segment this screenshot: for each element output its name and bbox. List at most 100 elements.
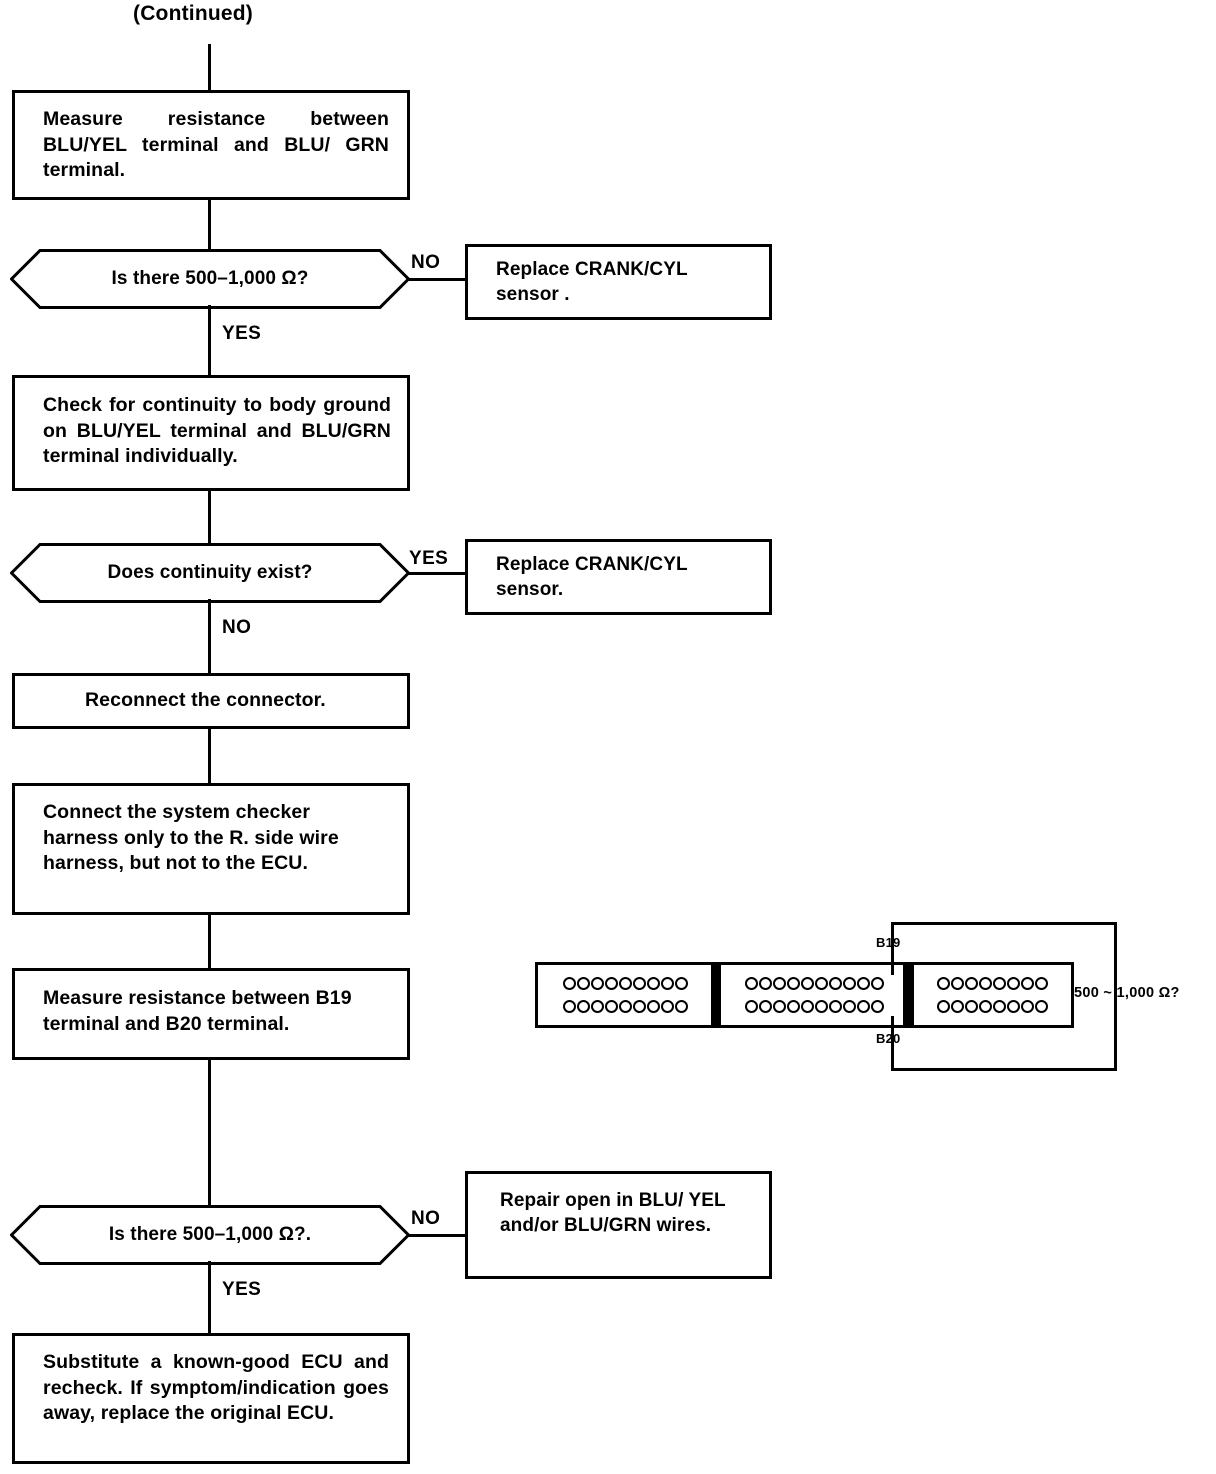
pin [1021,999,1034,1013]
pin [829,977,842,991]
measurement-value-label: 500 ~ 1,000 Ω? [1074,985,1180,1001]
pin [951,977,964,991]
pin [660,999,674,1013]
decision-label: Does continuity exist? [107,562,313,583]
pin [937,977,950,991]
pin-row-bottom [745,999,884,1013]
pin [843,977,856,991]
pin-b20 [871,999,884,1013]
pin [1035,977,1048,991]
branch-line-yes-2 [408,572,468,575]
process-text: Connect the system checker harness only … [43,801,339,875]
pin [576,977,590,991]
pin [590,999,604,1013]
pin [801,977,814,991]
pin [773,977,786,991]
process-text: Measure resistance between B19 terminal … [43,987,352,1035]
pin-row-top [562,977,688,991]
pin [674,999,688,1013]
connector-block-middle [718,962,911,1028]
decision-label: Is there 500–1,000 Ω? [111,268,309,289]
pin [618,977,632,991]
pin [787,999,800,1013]
branch-label-no-3: NO [411,1208,441,1229]
pin [937,999,950,1013]
decision-is-there-500-1000-ohm-2: Is there 500–1,000 Ω?. [10,1205,410,1265]
pin [618,999,632,1013]
process-text: Check for continuity to body ground on B… [43,394,391,468]
pin [979,999,992,1013]
process-text: Substitute a known-good ECU and recheck.… [43,1351,389,1425]
decision-label: Is there 500–1,000 Ω?. [108,1224,312,1245]
pin [562,977,576,991]
pin [646,999,660,1013]
connector-line-2 [208,305,211,377]
pin [562,999,576,1013]
connector-line-3 [208,491,211,547]
connector-line-8 [208,1261,211,1335]
branch-label-no-1: NO [411,252,441,273]
process-box-replace-crank-cyl-sensor-2: Replace CRANK/CYL sensor. [465,539,772,615]
connector-line-4 [208,599,211,675]
pin [632,999,646,1013]
pin [815,977,828,991]
pin [857,999,870,1013]
pin [759,977,772,991]
process-text: Replace CRANK/CYL sensor . [496,259,688,306]
branch-label-no-2: NO [222,617,252,638]
pin [993,999,1006,1013]
process-box-replace-crank-cyl-sensor-1: Replace CRANK/CYL sensor . [465,244,772,320]
pin [745,977,758,991]
pin [965,977,978,991]
branch-line-no-1 [408,278,468,281]
connector-line-7 [208,1060,211,1208]
decision-does-continuity-exist: Does continuity exist? [10,543,410,603]
pin [1035,999,1048,1013]
bracket-bottom [891,1068,1117,1071]
pin [993,977,1006,991]
branch-line-no-3 [408,1234,468,1237]
pin [1021,977,1034,991]
connector-line-5 [208,729,211,785]
pin [576,999,590,1013]
pin [857,977,870,991]
branch-label-yes-3: YES [222,1279,262,1300]
pin [965,999,978,1013]
pin [951,999,964,1013]
pin [829,999,842,1013]
branch-label-yes-1: YES [222,323,262,344]
pin [979,977,992,991]
pin [674,977,688,991]
process-box-connect-system-checker-harness: Connect the system checker harness only … [12,783,410,915]
process-box-measure-resistance-blu: Measure resistance between BLU/YEL termi… [12,90,410,200]
connector-divider-left [711,962,720,1028]
bracket-right [1114,922,1117,1070]
pin-label-b20: B20 [876,1031,901,1046]
pin [604,999,618,1013]
pin [773,999,786,1013]
process-box-repair-open-wires: Repair open in BLU/ YEL and/or BLU/GRN w… [465,1171,772,1279]
pin [1007,999,1020,1013]
process-text: Repair open in BLU/ YEL and/or BLU/GRN w… [500,1190,726,1237]
process-text: Measure resistance between BLU/YEL termi… [43,108,389,182]
bracket-top [891,922,1117,925]
pin-row-top [745,977,884,991]
bracket-lead-b19 [891,922,894,975]
pin-label-b19: B19 [876,935,901,950]
pin-row-top [937,977,1048,991]
connector-block-left [535,962,715,1028]
connector-divider-right [903,962,912,1028]
connector-line-header [208,44,211,92]
pin [815,999,828,1013]
process-text: Replace CRANK/CYL sensor. [496,554,688,601]
decision-is-there-500-1000-ohm-1: Is there 500–1,000 Ω? [10,249,410,309]
process-box-measure-resistance-b19-b20: Measure resistance between B19 terminal … [12,968,410,1060]
process-box-check-continuity-body-ground: Check for continuity to body ground on B… [12,375,410,491]
process-box-reconnect-connector: Reconnect the connector. [12,673,410,729]
pin [646,977,660,991]
pin [660,977,674,991]
process-box-substitute-known-good-ecu: Substitute a known-good ECU and recheck.… [12,1333,410,1464]
bracket-lead-b20 [891,1016,894,1070]
pin-row-bottom [937,999,1048,1013]
